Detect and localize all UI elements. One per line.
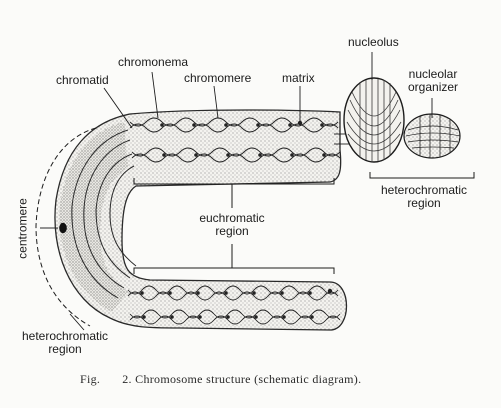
label-nucleolar-organizer: nucleolar organizer (408, 68, 458, 94)
lower-arm-coils (127, 285, 341, 325)
label-heterochromatic-left-line2: region (48, 342, 82, 356)
chromatid-strands-bend (71, 129, 137, 299)
caption-text: Chromosome structure (schematic diagram)… (135, 372, 362, 386)
caption-prefix: Fig. (80, 372, 101, 386)
centromere-dot (59, 222, 67, 234)
organizer-striations (405, 114, 461, 158)
upper-arm-chromomeres (160, 120, 326, 157)
label-nucleolus: nucleolus (348, 35, 399, 49)
nucleolar-organizer-body (403, 113, 461, 159)
chromosome-body (54, 109, 348, 331)
label-heterochromatic-right: heterochromatic region (374, 184, 474, 210)
chromonema-leader (151, 71, 159, 119)
label-nucleolar-organizer-line1: nucleolar (408, 67, 458, 81)
chromomere-leader (213, 85, 219, 119)
nucleolus-striations (346, 79, 402, 161)
leader-lines (103, 52, 433, 129)
bracket-heterochromatic-left (35, 127, 97, 327)
label-matrix: matrix (282, 71, 315, 85)
bracket-heterochromatic-right (369, 172, 475, 179)
label-chromonema: chromonema (118, 55, 189, 69)
upper-arm-coils (129, 117, 341, 163)
label-heterochromatic-left-line1: heterochromatic (21, 329, 109, 343)
label-heterochromatic-right-line2: region (407, 196, 441, 210)
bracket-euchromatic-top (133, 178, 335, 185)
caption-number: 2. (122, 372, 132, 386)
lower-arm-chromomeres (140, 288, 333, 319)
label-centromere: centromere (15, 198, 30, 259)
label-heterochromatic-left: heterochromatic region (10, 330, 120, 356)
chromatid-leader (103, 87, 133, 129)
label-euchromatic-line2: region (215, 224, 249, 238)
heterochromatic-left-leader (69, 313, 85, 331)
label-euchromatic-line1: euchromatic (199, 211, 265, 225)
label-euchromatic: euchromatic region (192, 212, 272, 238)
label-nucleolar-organizer-line2: organizer (408, 80, 459, 94)
label-chromomere: chromomere (184, 71, 252, 85)
figure-caption: Fig. 2. Chromosome structure (schematic d… (80, 372, 361, 387)
bracket-euchromatic-bottom (133, 267, 335, 274)
label-chromatid: chromatid (56, 73, 109, 87)
label-heterochromatic-right-line1: heterochromatic (380, 183, 468, 197)
nucleolus-body (343, 77, 405, 163)
